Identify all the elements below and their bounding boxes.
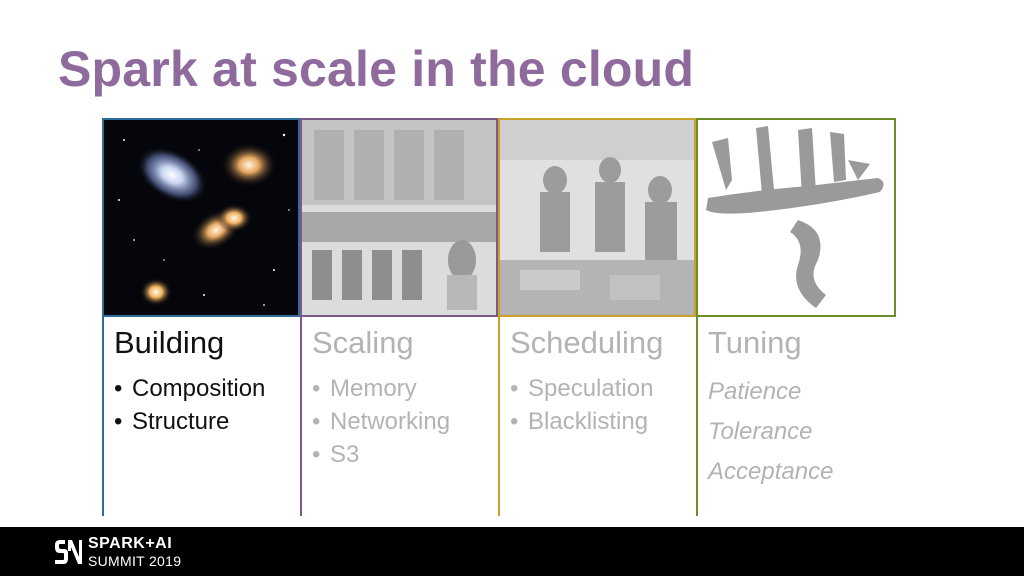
column-divider [696, 317, 698, 516]
bullet-list: Memory Networking S3 [312, 372, 450, 471]
list-item: Patience [708, 378, 802, 405]
mission-control-image [498, 118, 696, 317]
column-divider [102, 317, 104, 516]
calligraphy-image [696, 118, 896, 317]
footer-bar: SPARK+AI SUMMIT 2019 [0, 527, 1024, 576]
brand-line-1: SPARK+AI [88, 535, 173, 552]
column-heading: Scheduling [510, 325, 664, 360]
list-item: Acceptance [708, 458, 834, 485]
galaxies-image [102, 118, 300, 317]
column-heading: Scaling [312, 325, 414, 360]
italic-list: Patience Tolerance Acceptance [708, 372, 833, 492]
column-building: Building Composition Structure [102, 118, 300, 516]
column-scheduling: Scheduling Speculation Blacklisting [498, 118, 696, 516]
column-divider [498, 317, 500, 516]
column-scaling: Scaling Memory Networking S3 [300, 118, 498, 516]
bullet-list: Composition Structure [114, 372, 265, 438]
spark-ai-summit-logo-icon [52, 537, 82, 567]
list-item: Composition [114, 372, 265, 405]
slide-title: Spark at scale in the cloud [58, 41, 695, 97]
list-item: Networking [312, 405, 450, 438]
list-item: Tolerance [708, 418, 813, 445]
list-item: Speculation [510, 372, 653, 405]
column-tuning: Tuning Patience Tolerance Acceptance [696, 118, 896, 516]
column-heading: Tuning [708, 325, 802, 360]
column-heading: Building [114, 325, 225, 360]
bullet-list: Speculation Blacklisting [510, 372, 653, 438]
brand-line-2: SUMMIT 2019 [88, 553, 182, 569]
list-item: Memory [312, 372, 450, 405]
mainframe-image [300, 118, 498, 317]
column-divider [300, 317, 302, 516]
list-item: S3 [312, 438, 450, 471]
list-item: Structure [114, 405, 265, 438]
list-item: Blacklisting [510, 405, 653, 438]
